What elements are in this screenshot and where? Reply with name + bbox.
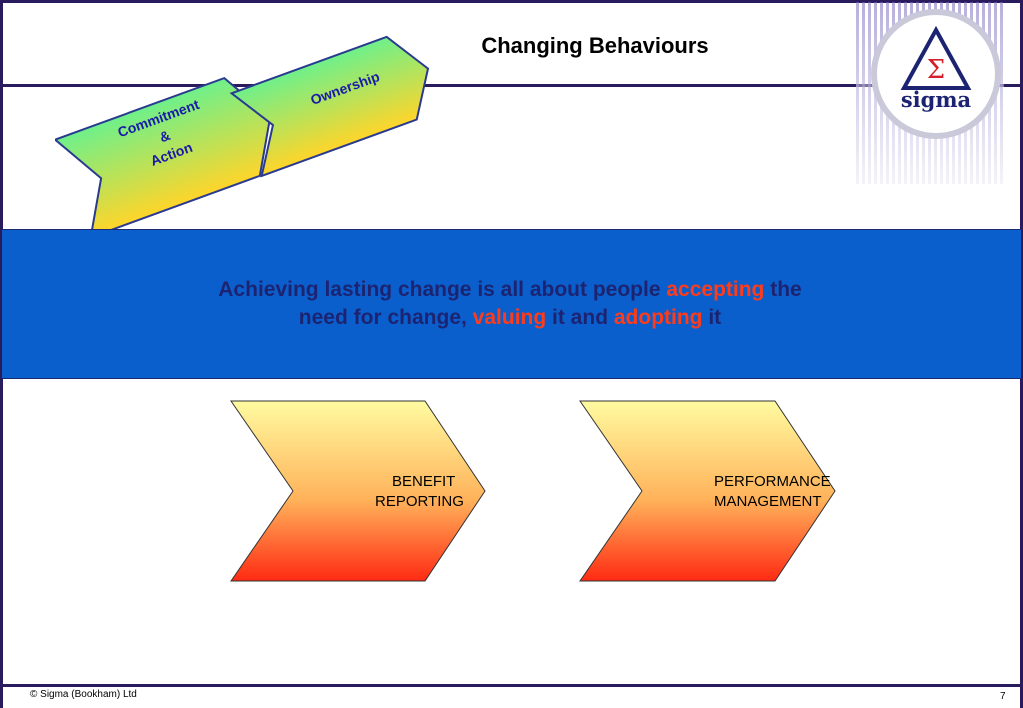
chevron-label-benefit: BENEFIT REPORTING <box>375 472 464 512</box>
chevron-performance-management <box>579 400 836 582</box>
key-message-text: Achieving lasting change is all about pe… <box>110 276 910 332</box>
logo-symbol: Σ <box>927 55 945 85</box>
chevron-label-performance: PERFORMANCE MANAGEMENT <box>714 472 831 512</box>
frame-top-border <box>0 0 1023 3</box>
sigma-logo-icon: Σ sigma <box>856 2 1004 184</box>
footer-divider <box>0 684 1023 687</box>
banner-text-part: Achieving lasting change is all about pe… <box>218 278 667 301</box>
banner-highlight: adopting <box>613 306 703 329</box>
banner-highlight: valuing <box>472 306 547 329</box>
header-divider <box>0 84 1023 87</box>
slide-title: Changing Behaviours <box>481 33 709 58</box>
label-line: PERFORMANCE <box>714 473 831 490</box>
page-number: 7 <box>1000 691 1006 702</box>
frame-left-border <box>0 0 3 708</box>
label-line: MANAGEMENT <box>714 493 822 510</box>
chevron-commitment-action <box>55 76 272 239</box>
banner-text-part: need for change, <box>298 306 473 329</box>
frame-right-border <box>1020 0 1023 708</box>
chevron-ownership <box>229 35 430 178</box>
key-message-banner <box>2 229 1021 379</box>
chevron-benefit-reporting <box>230 400 486 582</box>
label-line: REPORTING <box>375 493 464 510</box>
footer-copyright: © Sigma (Bookham) Ltd <box>30 689 137 700</box>
banner-highlight: accepting <box>666 278 765 301</box>
banner-text-part: it and <box>546 306 614 329</box>
label-line: BENEFIT <box>392 473 456 490</box>
top-chevrons <box>55 35 430 239</box>
banner-text-part: the <box>764 278 802 301</box>
bottom-chevrons <box>230 400 836 582</box>
banner-text-part: it <box>702 306 722 329</box>
logo-text: sigma <box>901 87 972 112</box>
